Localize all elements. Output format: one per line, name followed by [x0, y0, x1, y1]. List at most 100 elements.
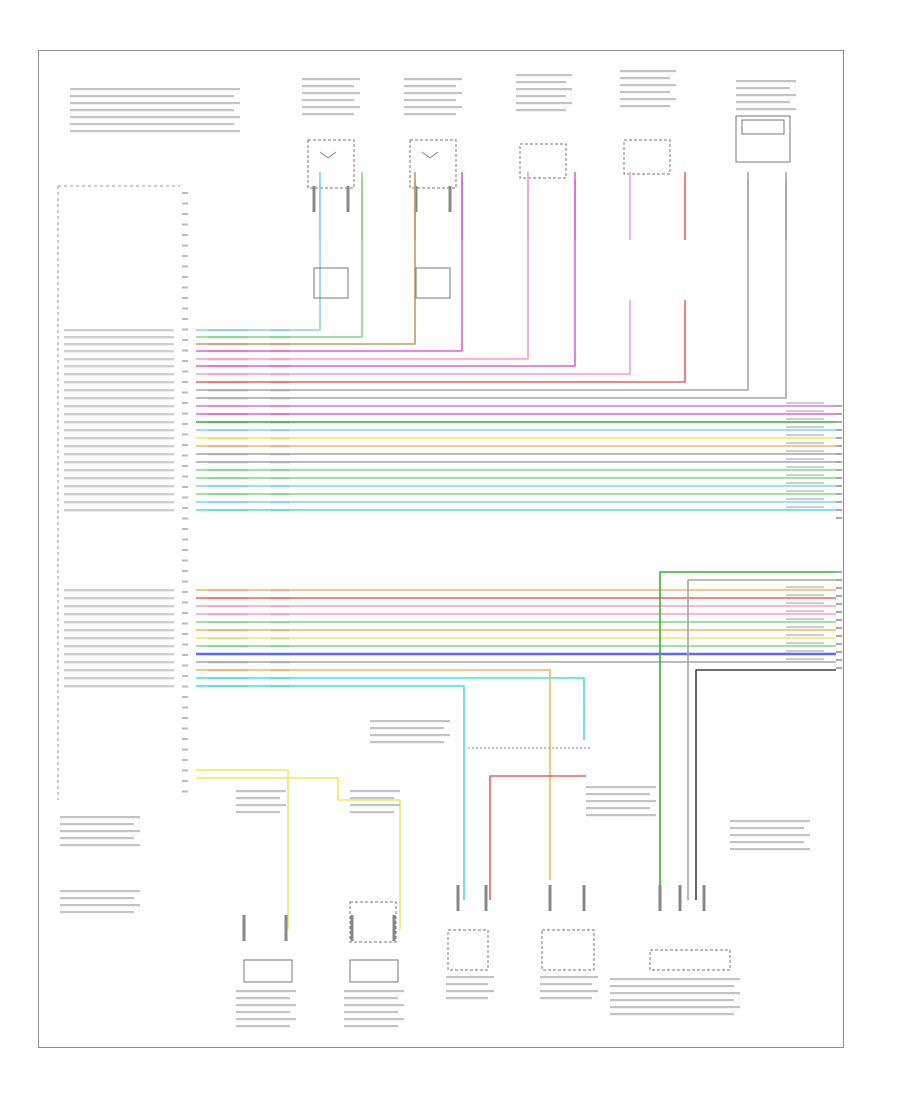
- pin-number: [182, 675, 188, 677]
- pin-number: [182, 328, 188, 331]
- pin-number: [182, 391, 188, 394]
- airbag-module-2-label: [404, 106, 462, 109]
- pin-number: [182, 433, 188, 436]
- occupant-sensor-label: [736, 87, 790, 90]
- passenger-sensor-caption: [446, 997, 488, 1000]
- seat-airbag-2-label: [350, 790, 400, 793]
- legend-notes: [60, 911, 134, 914]
- airbag-module-1-pin-a: [312, 186, 316, 212]
- pin-number: [182, 580, 188, 583]
- seat-airbag-1-label: [236, 797, 280, 800]
- pin-number: [182, 769, 188, 772]
- bottom-pin-9: [678, 885, 682, 911]
- wire-seat-side-1: [196, 769, 289, 930]
- right-connector-pin: [836, 429, 842, 431]
- circuit-label: [64, 589, 174, 592]
- airbag-module-2-box: [409, 139, 457, 189]
- impact-sensor-1-box: [519, 143, 567, 179]
- passenger-indicator-label: [730, 848, 810, 851]
- circuit-label: [64, 629, 174, 632]
- right-connector-pin: [836, 587, 842, 589]
- pin-number: [182, 622, 188, 625]
- right-connector-pin: [836, 493, 842, 495]
- impact-sensor-2-label: [620, 70, 676, 73]
- pin-number: [182, 286, 188, 289]
- circuit-label: [64, 661, 174, 664]
- airbag-module-2-pin-b: [448, 186, 452, 212]
- diagram-frame: [38, 50, 844, 1048]
- circuit-label: [64, 429, 174, 432]
- airbag-module-2-label: [404, 85, 456, 88]
- circuit-label: [64, 381, 174, 384]
- bottom-pin-10: [702, 885, 706, 911]
- seat-occupant-caption: [610, 985, 734, 988]
- pin-number: [182, 297, 188, 299]
- airbag-module-1-connector: [313, 267, 349, 299]
- circuit-label: [64, 653, 174, 656]
- right-connector-pin: [836, 571, 842, 573]
- impact-sensor-2-label: [620, 105, 670, 108]
- circuit-wire-upper-5: [196, 180, 576, 367]
- circuit-wire-upper-3: [196, 180, 463, 352]
- belt-buckle-caption: [540, 976, 598, 979]
- pin-number: [182, 748, 188, 751]
- airbag-module-2-connector: [415, 267, 451, 299]
- impact-sensor-1-label: [516, 95, 566, 98]
- pin-number: [182, 654, 188, 656]
- bus-right-label: [786, 506, 824, 509]
- pin-number: [182, 633, 188, 635]
- impact-sensor-2-label: [620, 98, 676, 101]
- airbag-module-2-label: [404, 78, 462, 81]
- splice-label: [370, 720, 450, 723]
- pin-number: [182, 664, 188, 667]
- bottom-pin-5: [484, 885, 488, 911]
- right-connector-pin: [836, 619, 842, 621]
- pin-number: [182, 643, 188, 646]
- circuit-wire-upper-7: [196, 300, 686, 383]
- splice-label: [370, 741, 444, 744]
- circuit-wire-upper-6: [196, 300, 631, 375]
- circuit-label: [64, 509, 174, 512]
- circuit-label: [64, 421, 174, 424]
- airbag-module-1-label: [302, 78, 360, 81]
- occupant-sensor-display: [741, 119, 785, 135]
- circuit-label: [64, 645, 174, 648]
- bus-right-label: [786, 490, 824, 493]
- right-connector-pin: [836, 509, 842, 511]
- bus-right-label: [786, 442, 824, 445]
- passenger-indicator-label: [730, 820, 810, 823]
- seat-airbag-2-label: [350, 797, 394, 800]
- impact-sensor-1-label: [516, 88, 572, 91]
- circuit-label: [64, 613, 174, 616]
- pin-number: [182, 370, 188, 373]
- passenger-sensor-caption: [446, 983, 488, 986]
- right-connector-pin: [836, 627, 842, 629]
- seat-airbag-2: [349, 959, 399, 983]
- impact-sensor-2-label: [620, 84, 676, 87]
- right-connector-pin: [836, 453, 842, 455]
- wire-to-belt-buckle: [196, 669, 551, 880]
- module-note-text: [70, 116, 240, 119]
- seat-airbag-2-caption: [344, 1004, 404, 1007]
- right-connector-pin: [836, 461, 842, 463]
- circuit-label: [64, 453, 174, 456]
- seat-airbag-2-caption: [344, 1025, 398, 1028]
- belt-retractor-label: [586, 793, 650, 796]
- pin-number: [182, 507, 188, 509]
- splice-label: [370, 727, 444, 730]
- pin-number: [182, 234, 188, 236]
- seat-occupant-caption: [610, 978, 740, 981]
- seat-airbag-1-label: [236, 811, 280, 814]
- circuit-wire-upper-9: [196, 180, 787, 399]
- pin-number: [182, 759, 188, 761]
- bus-right-label: [786, 610, 824, 613]
- module-footnote: [60, 837, 134, 840]
- pin-number: [182, 412, 188, 415]
- bottom-pin-4: [456, 885, 460, 911]
- circuit-label: [64, 477, 174, 480]
- module-footnote: [60, 830, 140, 833]
- seat-occupant-caption: [610, 999, 734, 1002]
- impact-sensor-2-label: [620, 77, 670, 80]
- pin-number: [182, 192, 188, 194]
- impact-sensor-2-label: [620, 91, 670, 94]
